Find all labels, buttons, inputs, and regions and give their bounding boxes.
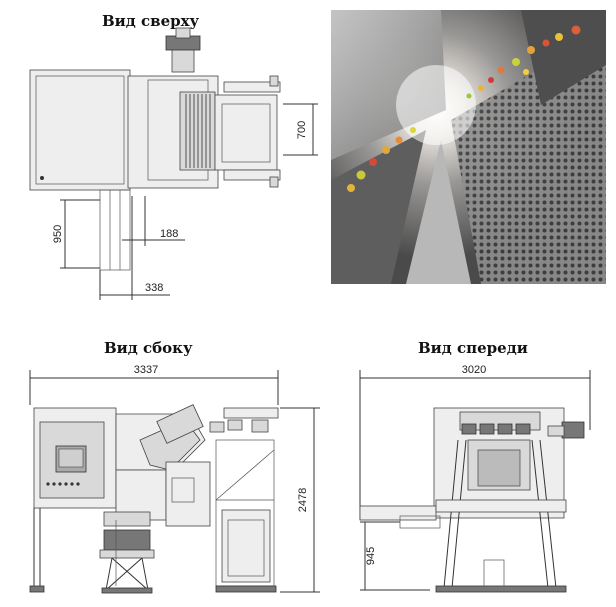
side-view-title: Вид сбоку — [104, 339, 193, 357]
machine-interior-photo — [331, 10, 606, 284]
photo-illustration — [331, 10, 606, 284]
dim-945: 945 — [365, 547, 377, 565]
dim-3020: 3020 — [462, 364, 486, 376]
dim-3337: 3337 — [134, 364, 158, 376]
dim-700: 700 — [296, 121, 308, 139]
top-view-machine — [29, 27, 281, 271]
dim-950: 950 — [52, 225, 64, 243]
top-view-drawing: 700 950 188 338 — [29, 27, 318, 300]
side-view-machine — [29, 404, 279, 594]
dim-2478: 2478 — [297, 488, 309, 512]
dim-188: 188 — [160, 228, 178, 240]
front-view-title: Вид спереди — [418, 339, 528, 357]
side-view-drawing: 3337 2478 — [29, 364, 320, 594]
dim-338: 338 — [145, 282, 163, 294]
top-view-title: Вид сверху — [102, 12, 200, 30]
front-view-machine — [359, 407, 585, 593]
